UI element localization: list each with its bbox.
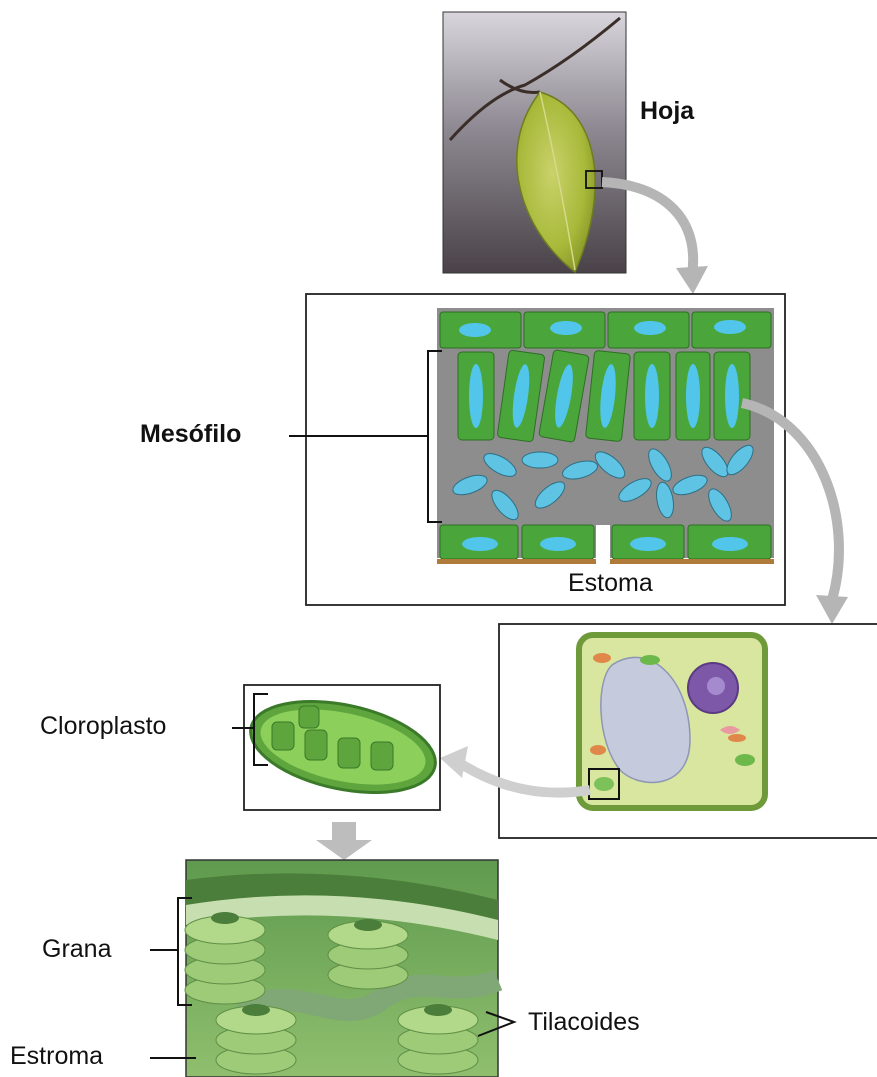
upper-epidermis bbox=[440, 312, 771, 348]
lower-epidermis bbox=[437, 525, 774, 565]
granum-stack-2 bbox=[328, 919, 408, 989]
leaf-photo bbox=[443, 12, 626, 273]
grana-panel bbox=[150, 860, 514, 1077]
granum-stack-1 bbox=[185, 912, 265, 1004]
label-stoma: Estoma bbox=[568, 569, 653, 598]
label-grana: Grana bbox=[42, 935, 111, 964]
plant-cell-panel bbox=[499, 624, 877, 838]
granum-stack-4 bbox=[398, 1004, 478, 1074]
stoma-gap bbox=[596, 525, 610, 565]
arrow-chloroplast-to-grana bbox=[332, 822, 356, 842]
label-thylakoids: Tilacoides bbox=[528, 1008, 640, 1037]
chloroplast-panel bbox=[232, 685, 444, 810]
mesophyll-panel bbox=[289, 294, 785, 605]
granum-stack-3 bbox=[216, 1004, 296, 1074]
label-mesophyll: Mesófilo bbox=[140, 420, 241, 449]
label-stroma: Estroma bbox=[10, 1042, 103, 1071]
label-leaf: Hoja bbox=[640, 97, 694, 126]
label-chloroplast: Cloroplasto bbox=[40, 712, 166, 741]
